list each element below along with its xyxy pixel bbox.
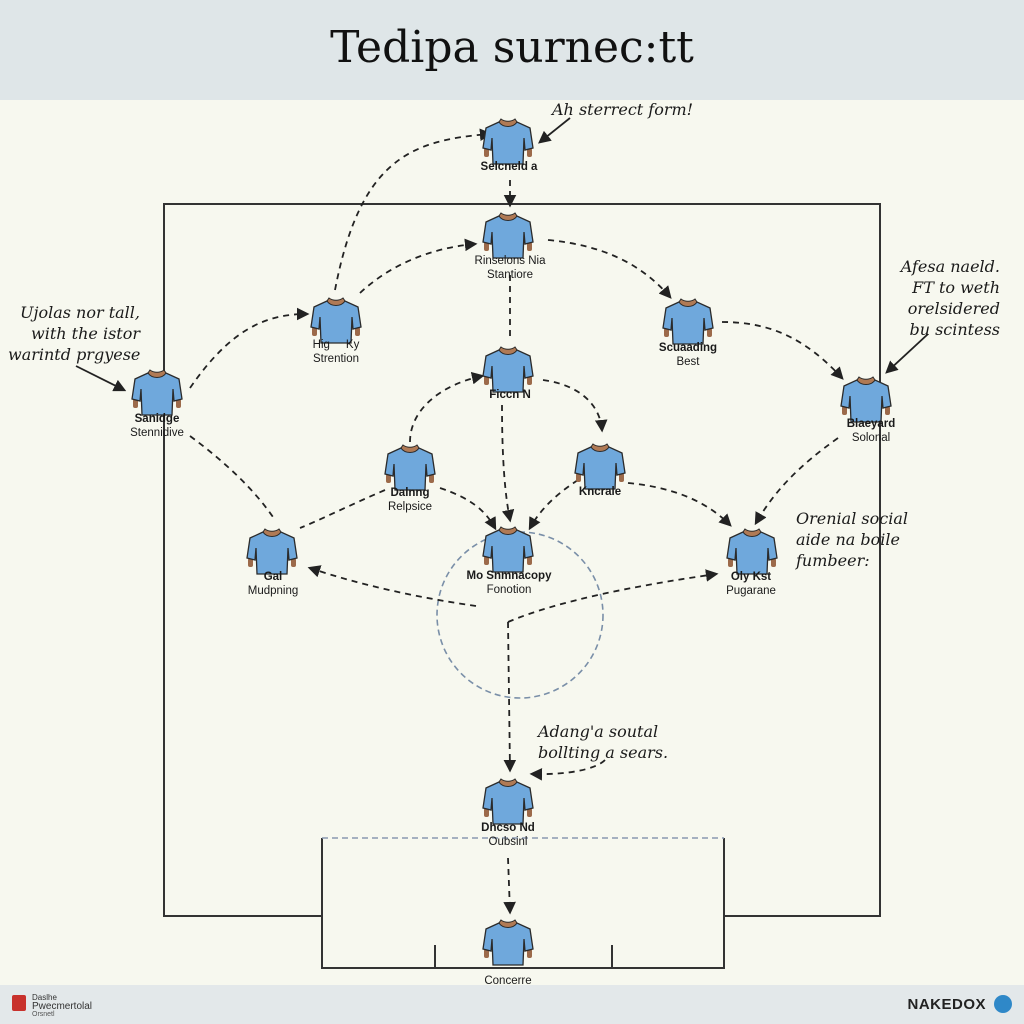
pass-arrow: [528, 479, 579, 531]
player-jersey-cb: [482, 526, 534, 573]
annotation-arrow: [538, 117, 571, 144]
diagram-title: Tedipa surnec:tt: [330, 22, 694, 73]
pass-arrow: [507, 569, 719, 623]
player-jersey-lb: [246, 528, 298, 575]
pass-arrow: [542, 379, 608, 433]
player-jersey-cml: [384, 444, 436, 491]
player-jersey-cmr: [574, 443, 626, 490]
annotation-top-right: Ah sterrect form!: [552, 100, 694, 119]
pass-arrow: [754, 437, 839, 526]
footer-brand-left: Daslhe Pwecmertolal Orsnetl: [10, 993, 120, 1019]
footer-band: [0, 985, 1024, 1024]
player-label-top: Selcneld a: [480, 161, 538, 173]
player-jersey-center: [482, 346, 534, 393]
pass-arrow: [299, 489, 386, 529]
goal-area: [321, 838, 725, 969]
player-jersey-lw: [310, 297, 362, 344]
player-jersey-rw: [662, 298, 714, 345]
player-jersey-gk: [482, 919, 534, 966]
player-jersey-second: [482, 212, 534, 259]
brand-badge-icon: [12, 995, 26, 1011]
pitch-outline: [163, 203, 881, 917]
pass-arrow: [627, 482, 732, 527]
pass-arrow: [721, 321, 844, 380]
pass-arrow: [334, 128, 493, 291]
pass-arrow: [189, 307, 310, 389]
player-jersey-def: [482, 778, 534, 825]
player-label-gk: Concerre: [484, 975, 532, 987]
annotation-arrow: [75, 365, 127, 392]
pass-arrow: [501, 404, 515, 523]
pass-arrow: [503, 857, 516, 915]
player-label-center: Ficcn N: [489, 389, 531, 401]
brand-line-3: Orsnetl: [32, 1011, 55, 1018]
title-band: [0, 0, 1024, 100]
pass-arrow: [503, 621, 517, 773]
brand-line-1: Daslhe: [32, 993, 57, 1002]
pass-arrow: [409, 371, 485, 443]
player-label-cmr: Kncrale: [578, 486, 622, 498]
pass-arrow: [189, 435, 276, 521]
player-jersey-rb: [726, 528, 778, 575]
player-jersey-top: [482, 118, 534, 165]
annotation-arrow: [885, 333, 929, 374]
footer-brand-right: NAKEDOX: [907, 996, 986, 1013]
brand-logo-icon: [994, 995, 1012, 1013]
player-jersey-far-left: [131, 369, 183, 416]
pass-arrow: [529, 759, 606, 781]
players-layer: [131, 118, 892, 966]
pass-arrow: [359, 238, 478, 294]
pass-arrow: [547, 239, 672, 299]
brand-line-2: Pwecmertolal: [32, 1001, 93, 1012]
player-jersey-far-right: [840, 376, 892, 423]
